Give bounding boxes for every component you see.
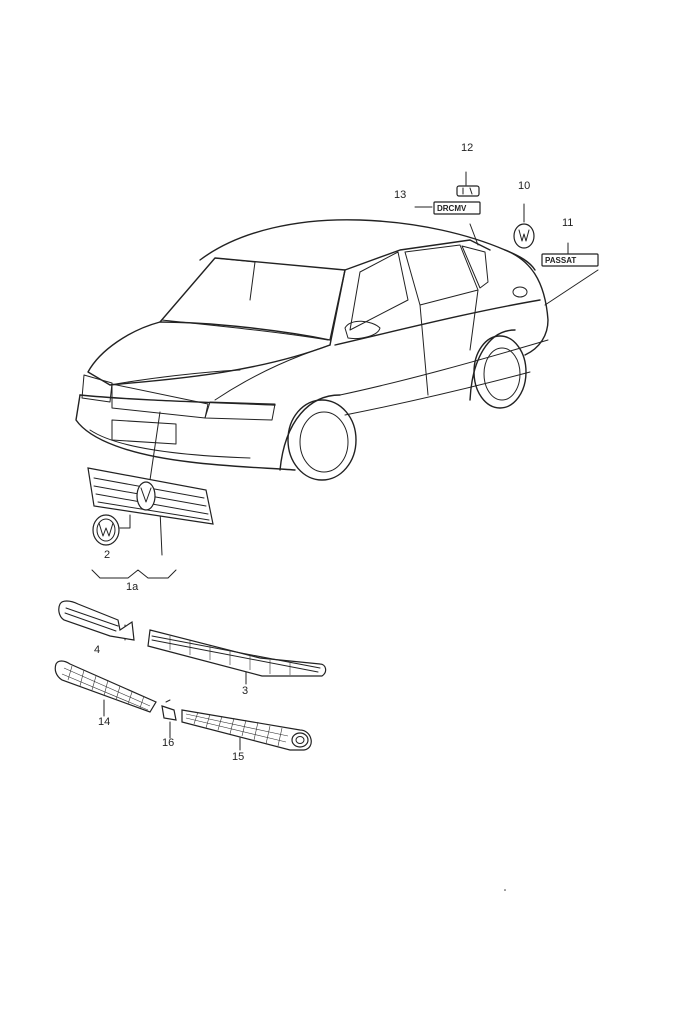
- callout-11: 11: [562, 217, 573, 229]
- part-rear-badge-10: [513, 223, 535, 249]
- callout-2: 2: [104, 549, 110, 561]
- callout-labels: 1a 2 3 4 10 11 12 13 14 15 16: [94, 142, 573, 763]
- callout-15: 15: [232, 751, 244, 763]
- part-badge-12: [456, 185, 480, 197]
- part-lower-grille-3: [147, 629, 327, 677]
- callout-13: 13: [394, 189, 406, 201]
- callout-14: 14: [98, 716, 110, 728]
- part-lettering-13: DRCMV: [433, 201, 481, 215]
- car-illustration: [75, 219, 549, 481]
- callout-1a: 1a: [126, 581, 139, 593]
- callout-10: 10: [518, 180, 530, 192]
- callout-16: 16: [162, 737, 174, 749]
- part-cap-16: [161, 699, 177, 721]
- callout-3: 3: [242, 685, 248, 697]
- lettering-11-text: PASSAT: [545, 256, 576, 265]
- part-lettering-11: PASSAT: [541, 253, 599, 267]
- part-vw-badge-2: [92, 514, 120, 546]
- callout-12: 12: [461, 142, 473, 154]
- stray-dot: [504, 889, 506, 891]
- callout-4: 4: [94, 644, 100, 656]
- part-grille-1a: [87, 467, 214, 525]
- part-mesh-14: [54, 660, 157, 713]
- lettering-13-text: DRCMV: [437, 204, 467, 213]
- part-mesh-15: [181, 709, 312, 751]
- part-insert-4: [58, 600, 135, 641]
